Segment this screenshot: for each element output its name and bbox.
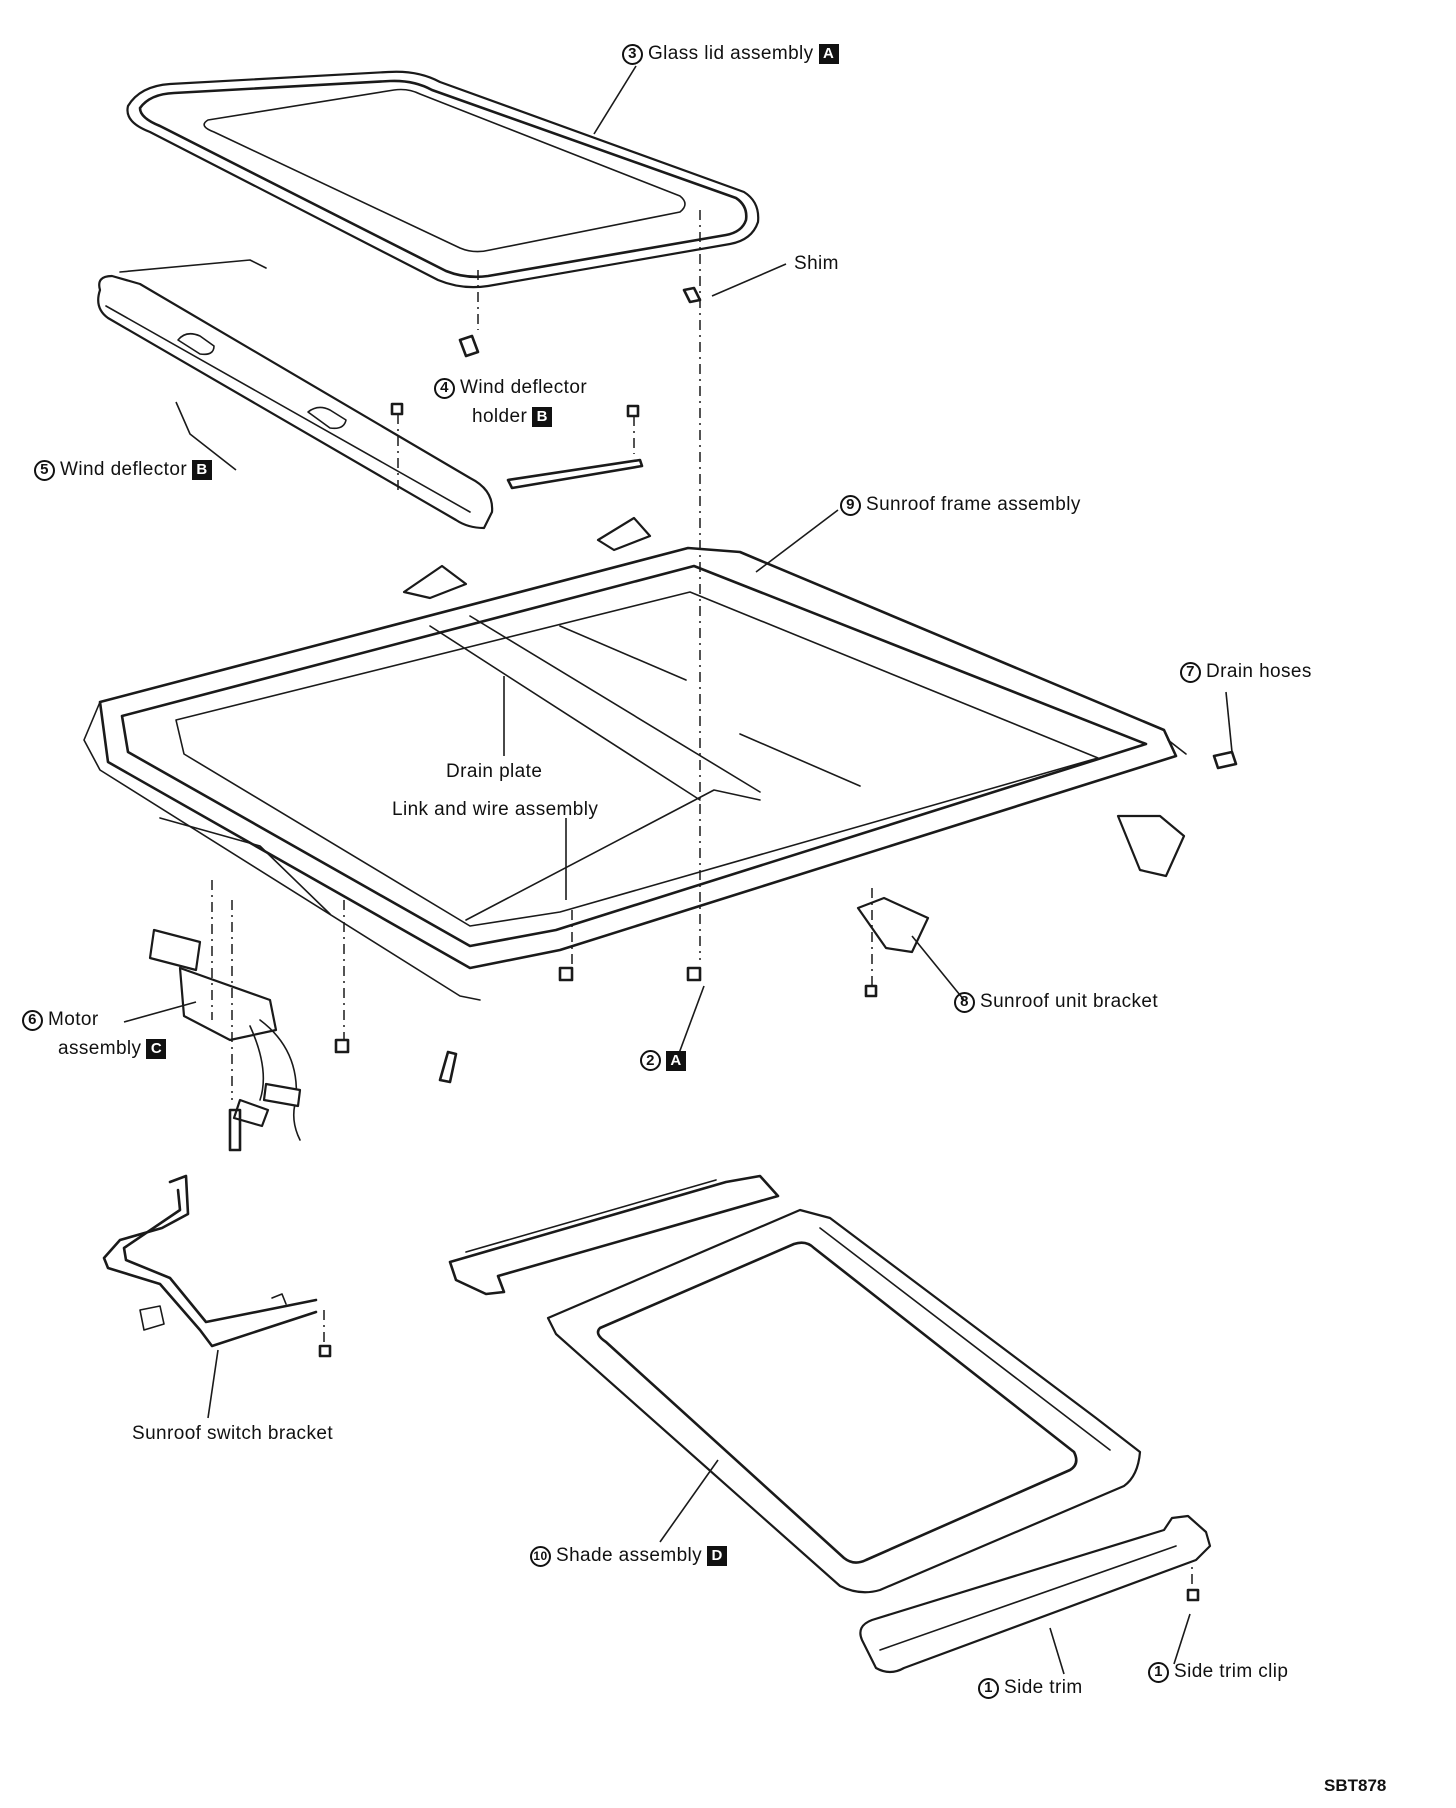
assembly-centerlines: [211, 210, 1193, 1590]
label-sunroof-unit-bracket: 8 Sunroof unit bracket: [954, 990, 1158, 1014]
label-text: Sunroof unit bracket: [980, 991, 1159, 1012]
callout-number: 7: [1180, 661, 1201, 683]
callout-number: 5: [34, 459, 55, 481]
figure-code: SBT878: [1324, 1776, 1387, 1795]
shim-lower: [458, 334, 480, 358]
label-shade-assembly: 10 Shade assembly D: [530, 1544, 728, 1568]
front-bracket-left: [402, 564, 468, 600]
label-text: Drain hoses: [1206, 661, 1312, 682]
label-text: Sunroof switch bracket: [132, 1423, 333, 1444]
wind-deflector-holder: [506, 458, 644, 490]
leader-lines: [123, 65, 1233, 1675]
label-link-and-wire-assembly: Link and wire assembly: [392, 798, 598, 822]
shade-front-rail: [448, 1174, 780, 1296]
label-text: Shade assembly: [556, 1545, 703, 1566]
ref-letter: A: [818, 44, 839, 64]
label-side-trim: 1 Side trim: [978, 1676, 1083, 1700]
label-text-line2: holder: [472, 406, 528, 427]
motor-assembly: [148, 928, 302, 1141]
label-text: Sunroof frame assembly: [866, 494, 1081, 515]
label-text: Drain plate: [446, 761, 543, 782]
label-side-trim-clip: 1 Side trim clip: [1148, 1660, 1288, 1684]
sunroof-frame-assembly: [83, 546, 1187, 1001]
callout-number: 3: [622, 43, 643, 65]
shade-assembly: [546, 1208, 1142, 1594]
wind-deflector: [97, 259, 494, 530]
label-motor-assembly: 6 Motor assembly C: [22, 1008, 167, 1061]
callout-number: 4: [434, 377, 455, 399]
label-text-line2: assembly: [58, 1038, 142, 1059]
side-trim: [859, 1514, 1212, 1674]
label-shim: Shim: [794, 252, 839, 276]
label-sunroof-switch-bracket: Sunroof switch bracket: [132, 1422, 333, 1446]
callout-number: 10: [530, 1545, 551, 1567]
ref-letter: B: [192, 460, 213, 480]
label-text: Glass lid assembly: [648, 43, 814, 64]
rear-bracket: [1116, 814, 1186, 878]
callout-number: 1: [1148, 1661, 1169, 1683]
label-sunroof-frame-assembly: 9 Sunroof frame assembly: [840, 493, 1081, 517]
drain-hose-front: [438, 1050, 458, 1084]
label-part-2: 2 A: [640, 1050, 686, 1071]
ref-letter: C: [146, 1039, 167, 1059]
sunroof-switch-bracket: [102, 1174, 318, 1348]
callout-number: 8: [954, 991, 975, 1013]
callout-number: 6: [22, 1009, 43, 1031]
ref-letter: A: [666, 1050, 686, 1071]
label-text-line1: Wind deflector: [460, 377, 588, 398]
label-text: Shim: [794, 253, 839, 274]
label-wind-deflector: 5 Wind deflector B: [34, 458, 213, 482]
sunroof-unit-bracket: [856, 896, 930, 954]
label-text: Link and wire assembly: [392, 799, 599, 820]
label-drain-hoses: 7 Drain hoses: [1180, 660, 1312, 684]
label-text: Side trim: [1004, 1677, 1083, 1698]
ref-letter: D: [707, 1546, 728, 1566]
label-text: Wind deflector: [60, 459, 188, 480]
ref-letter: B: [532, 407, 553, 427]
shim: [682, 286, 702, 304]
callout-number: 2: [640, 1050, 661, 1071]
label-text-line1: Motor: [48, 1009, 99, 1030]
drain-hose: [1212, 750, 1238, 770]
glass-lid-assembly: [126, 70, 760, 289]
label-drain-plate: Drain plate: [446, 760, 542, 784]
callout-number: 9: [840, 494, 861, 516]
label-wind-deflector-holder: 4 Wind deflector holder B: [434, 376, 587, 429]
callout-number: 1: [978, 1677, 999, 1699]
front-bracket-right: [596, 516, 652, 552]
label-text: Side trim clip: [1174, 1661, 1289, 1682]
label-glass-lid-assembly: 3 Glass lid assembly A: [622, 42, 839, 66]
